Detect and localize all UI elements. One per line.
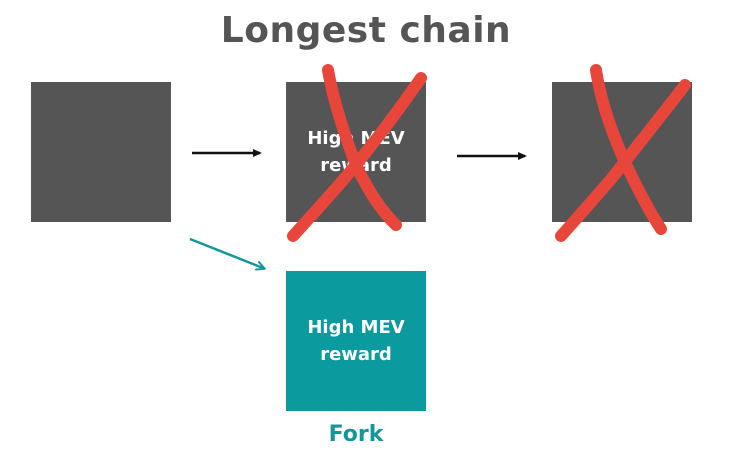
chain-block-1 bbox=[31, 82, 171, 222]
chain-block-2-high-mev: High MEV reward bbox=[286, 82, 426, 222]
diagram-title: Longest chain bbox=[220, 10, 512, 51]
fork-arrow bbox=[189, 237, 266, 271]
fork-block-high-mev: High MEV reward bbox=[286, 271, 426, 411]
block-label: High MEV reward bbox=[307, 128, 405, 176]
fork-label: Fork bbox=[328, 422, 384, 447]
block-label: High MEV reward bbox=[307, 317, 405, 365]
chain-block-3 bbox=[552, 82, 692, 222]
